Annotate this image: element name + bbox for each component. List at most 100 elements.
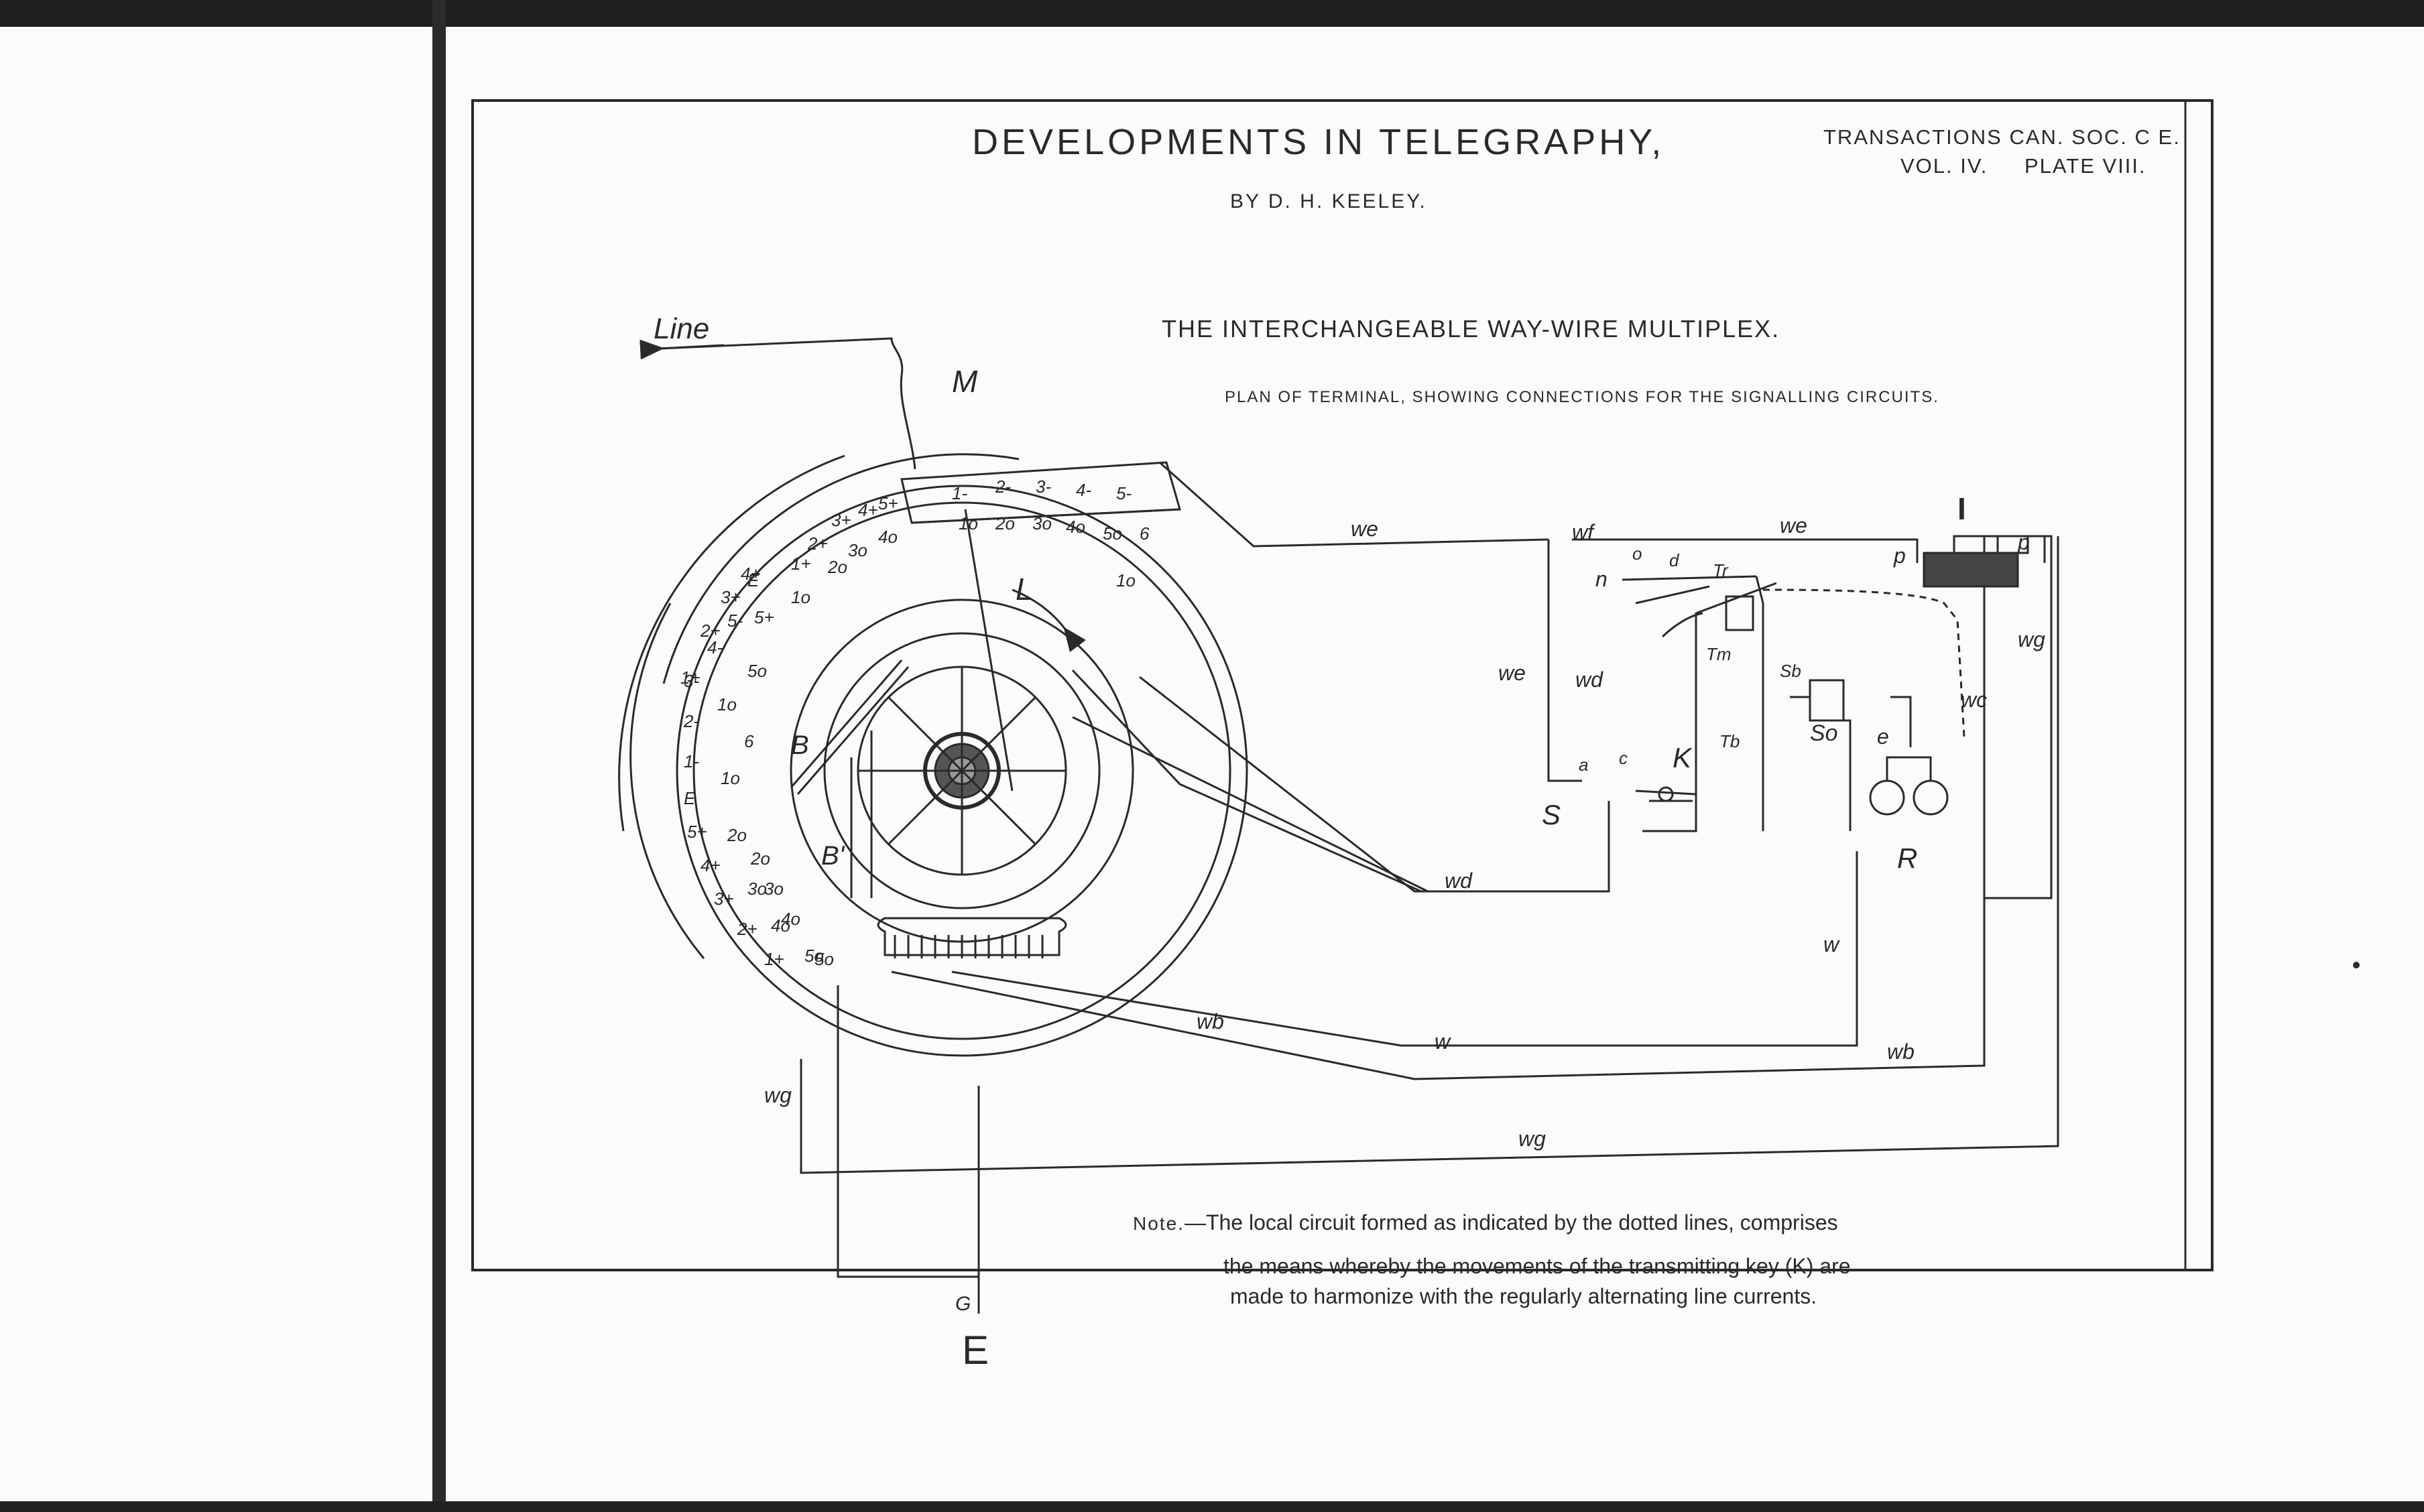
svg-text:2o: 2o [750,848,770,869]
battery-coil [877,917,1067,958]
svg-text:wd: wd [1445,869,1473,893]
svg-text:2+: 2+ [737,919,758,939]
svg-text:5o: 5o [1103,523,1122,544]
svg-text:wb: wb [1887,1040,1915,1064]
svg-text:5+: 5+ [687,822,707,842]
svg-text:wg: wg [1518,1127,1546,1151]
svg-text:3-: 3- [1036,477,1051,497]
note-line-3: made to harmonize with the regularly alt… [1230,1284,1817,1308]
label-tr: Tr [1713,560,1729,580]
svg-text:2-: 2- [995,477,1011,497]
svg-text:3o: 3o [848,540,867,560]
svg-text:wc: wc [1961,688,1987,712]
svg-text:4+: 4+ [741,564,761,584]
note: Note.—The local circuit formed as indica… [1133,1210,1851,1308]
author-line: BY D. H. KEELEY. [1230,190,1427,212]
line-arrow [640,339,725,360]
label-c: c [1619,748,1628,768]
wiring [660,337,2059,1314]
svg-text:4-: 4- [1076,480,1091,500]
svg-text:1+: 1+ [791,554,811,574]
svg-text:1o: 1o [721,768,740,788]
label-b: B [791,731,809,760]
right-page [446,27,2424,1512]
label-d: d [1669,550,1680,570]
svg-text:w: w [1823,932,1840,956]
svg-text:wf: wf [1572,520,1595,544]
label-i: I [1957,491,1966,526]
svg-text:5+: 5+ [754,607,774,627]
segment-labels: 1- 2- 3- 4- 5- 6 1+ 2+ 3+ 4+ 5+ 1o 2o 3o… [680,477,1150,969]
rotation-arrow [1012,588,1087,652]
svg-text:we: we [1780,513,1807,538]
svg-text:4-: 4- [707,637,723,657]
svg-text:5-: 5- [1116,483,1132,503]
svg-text:5-: 5- [727,611,743,631]
distributor [618,453,1248,1057]
svg-text:3+: 3+ [721,587,741,607]
svg-text:4+: 4+ [701,855,721,875]
svg-text:we: we [1498,661,1526,685]
svg-text:4o: 4o [771,916,790,936]
svg-text:5o: 5o [814,949,834,969]
label-l: L [1016,572,1033,607]
svg-text:w: w [1435,1029,1451,1054]
svg-text:2o: 2o [827,557,847,577]
edge-speck [2353,962,2360,968]
svg-text:2o: 2o [995,513,1015,533]
svg-text:2o: 2o [727,825,747,845]
plate-label: PLATE VIII. [2024,154,2146,178]
page-title: DEVELOPMENTS IN TELEGRAPHY, [972,122,1664,162]
note-line-1: —The local circuit formed as indicated b… [1185,1210,1838,1235]
label-g: G [955,1293,971,1315]
svg-text:4o: 4o [878,527,898,547]
svg-text:4+: 4+ [858,500,878,520]
label-a: a [1579,755,1588,775]
svg-text:2-: 2- [683,711,699,731]
label-s: S [1542,799,1561,830]
svg-text:3+: 3+ [831,510,851,530]
svg-text:we: we [1351,517,1378,541]
bottom-edge-shadow [0,1501,2424,1512]
left-page [0,27,432,1512]
svg-text:wg: wg [2018,627,2045,651]
svg-text:5+: 5+ [878,493,898,513]
label-p-left: p [1893,544,1906,568]
svg-text:4o: 4o [781,909,800,929]
svg-text:3o: 3o [764,879,784,899]
label-earth: E [962,1328,989,1373]
label-k: K [1673,742,1693,773]
label-so: So [1810,720,1838,746]
label-r: R [1897,842,1917,874]
component-labels: Line M L B B' I K S R So Sb Tm Tb Tr p p… [654,312,2030,1373]
svg-text:E: E [684,788,696,808]
label-sb: Sb [1780,661,1801,681]
svg-text:3+: 3+ [714,889,734,909]
svg-text:1o: 1o [791,587,810,607]
svg-text:5o: 5o [804,946,824,966]
label-n: n [1595,567,1608,591]
note-line-2: the means whereby the movements of the t… [1223,1254,1851,1278]
svg-text:wb: wb [1197,1009,1224,1033]
svg-text:E: E [747,570,760,590]
svg-text:6: 6 [744,731,754,751]
svg-text:1-: 1- [684,751,699,771]
svg-text:wd: wd [1575,668,1603,692]
svg-text:1+: 1+ [764,949,784,969]
svg-text:1o: 1o [717,694,737,714]
svg-text:6: 6 [1140,523,1150,544]
svg-text:2+: 2+ [807,533,828,554]
svg-text:3o: 3o [1032,513,1052,533]
label-tb: Tb [1719,731,1740,751]
svg-text:3-: 3- [684,671,699,691]
page-gutter [432,0,446,1512]
label-o: o [1632,544,1642,564]
label-e: e [1877,724,1889,749]
label-m: M [952,364,978,399]
svg-text:2+: 2+ [700,621,721,641]
diagram-title: THE INTERCHANGEABLE WAY-WIRE MULTIPLEX. [1162,315,1780,342]
plate-inner-border [471,99,2187,1271]
svg-text:4o: 4o [1066,517,1085,537]
brushes [790,509,1014,898]
